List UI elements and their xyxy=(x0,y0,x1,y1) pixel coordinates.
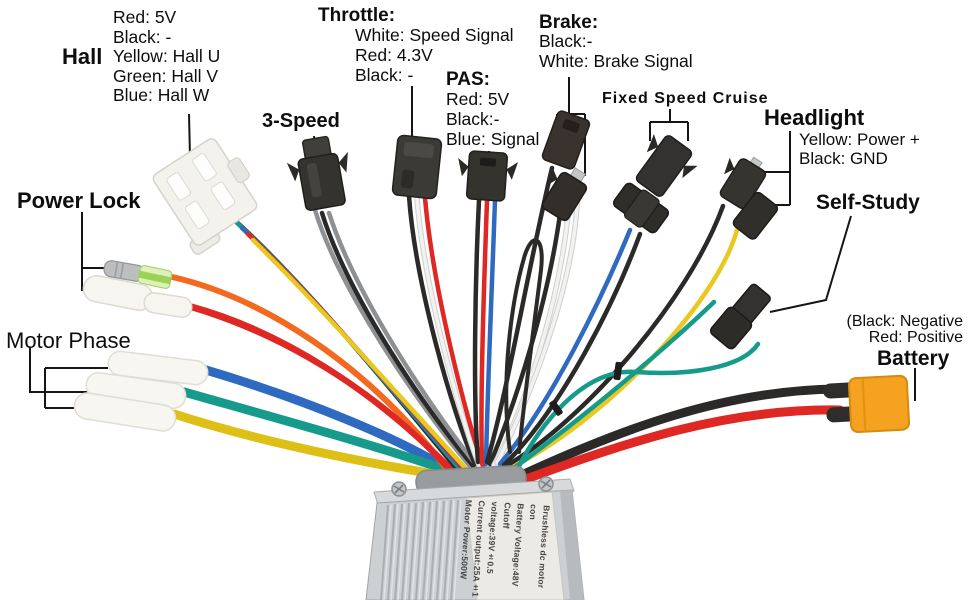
headlight-pin: Yellow: Power + xyxy=(799,130,920,149)
hall-pin-list: Red: 5V Black: - Yellow: Hall U Green: H… xyxy=(113,7,221,106)
pas-pin: Red: 5V xyxy=(446,89,510,109)
cruise-connector-2 xyxy=(612,182,670,234)
motor-phase-bullet-3 xyxy=(73,392,177,432)
throttle-connector xyxy=(391,134,443,200)
fixed-speed-cruise-label: Fixed Speed Cruise xyxy=(602,90,769,107)
brake-pin-list: Black:- White: Brake Signal xyxy=(539,31,693,71)
headlight-connector-1 xyxy=(719,156,767,210)
power-lock-terminal-sleeve xyxy=(137,265,173,289)
self-study-label: Self-Study xyxy=(816,191,920,214)
headlight-pin-list: Yellow: Power + Black: GND xyxy=(799,130,920,168)
battery-note: (Black: Negative Red: Positive xyxy=(828,313,964,346)
hall-pin: Green: Hall V xyxy=(113,65,219,86)
hall-label: Hall xyxy=(62,44,103,69)
battery-connector xyxy=(823,374,911,434)
hall-connector xyxy=(152,138,258,255)
cable-tie xyxy=(549,400,563,416)
throttle-pin: White: Speed Signal xyxy=(355,25,514,45)
pas-connector xyxy=(458,150,519,202)
controller-right-edge xyxy=(560,490,584,600)
self-study-wires xyxy=(511,299,761,471)
power-lock-terminal-white-2 xyxy=(143,292,193,318)
cruise-leader xyxy=(649,109,689,141)
battery-note-line: (Black: Negative xyxy=(846,313,964,330)
throttle-pin: Black: - xyxy=(355,65,414,85)
hall-wires xyxy=(227,213,472,475)
controller-spec-label xyxy=(465,491,565,600)
pas-pin: Blue: Signal xyxy=(446,129,540,149)
hall-pin: Yellow: Hall U xyxy=(113,46,221,66)
battery-label: Battery xyxy=(877,347,950,370)
controller-spec-text: Brushless dc motor con Battery Voltage:4… xyxy=(458,499,553,600)
battery-note-line: Red: Positive xyxy=(868,328,963,346)
cruise-connector-1 xyxy=(635,133,698,197)
pas-pin-list: Red: 5V Black:- Blue: Signal xyxy=(446,89,539,149)
three-speed-wires xyxy=(312,207,481,470)
black-loop-wire xyxy=(504,238,544,454)
throttle-pin-list: White: Speed Signal Red: 4.3V Black: - xyxy=(355,25,514,85)
headlight-label: Headlight xyxy=(764,105,865,130)
hall-leader xyxy=(188,113,191,158)
pas-wires xyxy=(472,197,498,467)
hall-pin: Black: - xyxy=(113,26,172,47)
self-study-leader xyxy=(769,215,852,313)
three-speed-label: 3-Speed xyxy=(262,110,340,132)
hall-pin: Blue: Hall W xyxy=(113,85,210,105)
controller-screw xyxy=(538,476,554,492)
battery-wires xyxy=(519,384,845,483)
power-lock-leader xyxy=(81,212,104,291)
headlight-pin: Black: GND xyxy=(799,149,888,168)
brake-label: Brake: xyxy=(539,12,599,33)
brake-connector-1 xyxy=(541,110,591,170)
controller xyxy=(365,464,585,600)
self-study-connector xyxy=(709,283,771,350)
pas-pin: Black:- xyxy=(446,109,500,129)
motor-phase-leader xyxy=(29,348,108,409)
brake-pin: White: Brake Signal xyxy=(539,51,693,71)
brake-connector-2 xyxy=(541,167,588,222)
motor-phase-bullet-1 xyxy=(107,350,209,386)
controller-top-flange xyxy=(373,478,575,506)
controller-screw xyxy=(391,481,407,497)
cable-tie xyxy=(613,361,623,381)
wires xyxy=(147,165,845,485)
hall-pin: Red: 5V xyxy=(113,7,177,27)
brake-pin: Black:- xyxy=(539,31,593,51)
pas-label: PAS: xyxy=(446,69,490,90)
motor-phase-label: Motor Phase xyxy=(6,328,131,353)
throttle-label: Throttle: xyxy=(318,5,396,26)
three-speed-connector xyxy=(286,135,348,211)
throttle-pin: Red: 4.3V xyxy=(355,45,433,65)
controller-fins xyxy=(380,499,462,600)
power-lock-label: Power Lock xyxy=(17,188,141,213)
headlight-connector-2 xyxy=(732,191,779,240)
